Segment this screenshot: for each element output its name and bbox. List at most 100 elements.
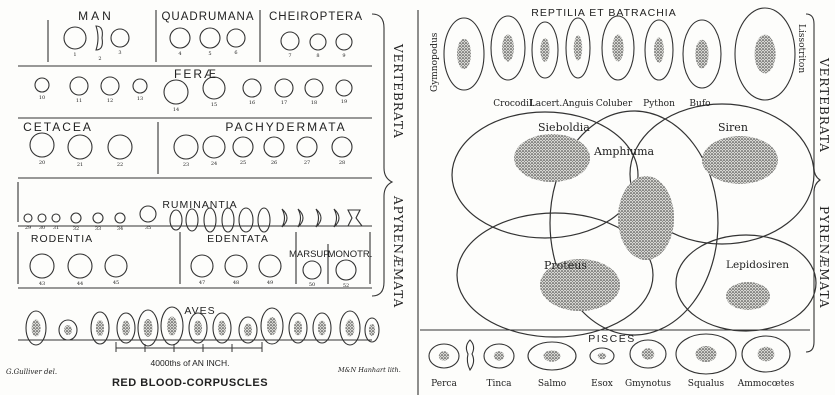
mammal-corpuscle [225, 255, 247, 277]
scale-label: 4000ths of AN INCH. [151, 358, 230, 368]
bird-nucleus [218, 321, 226, 336]
corpuscle-number: 9 [342, 53, 345, 59]
corpuscle-number: 27 [304, 160, 310, 166]
credit-left: G.Gulliver del. [6, 368, 57, 376]
corpuscle-number: 14 [173, 107, 179, 113]
group-label-cetacea: CETACEA [23, 120, 93, 134]
corpuscle-number: 5 [208, 51, 211, 57]
reptile-nucleus [540, 38, 549, 62]
siren-nucleus [702, 136, 778, 184]
fish-nucleus [544, 350, 561, 361]
mammal-corpuscle [336, 260, 356, 280]
section-header-pisces: PISCES [588, 333, 636, 345]
corpuscle-number: 4 [178, 51, 181, 57]
mammal-corpuscle [133, 79, 147, 93]
left-frame-rules [18, 10, 392, 340]
mammal-corpuscle [264, 137, 284, 157]
corpuscle-number: 25 [240, 160, 246, 166]
fish-nucleus [439, 351, 450, 361]
ruminant-corpuscle [170, 210, 182, 230]
mammal-corpuscle [35, 78, 49, 92]
mammal-corpuscle [305, 79, 323, 97]
species-label-python: Python [643, 99, 675, 109]
side-label-vertebrata-left: VERTEBRATA [391, 43, 405, 139]
group-label-ruminantia: RUMINANTIA [162, 199, 237, 211]
fish-label-perca: Perca [431, 379, 457, 389]
side-label-vertebrata-right: VERTEBRATA [817, 57, 831, 153]
group-label-rodentia: RODENTIA [31, 233, 93, 245]
amphibian-nuclei [514, 134, 778, 311]
bird-nucleus [244, 324, 252, 337]
label-proteus: Proteus [544, 259, 587, 272]
bird-nucleus [267, 317, 277, 335]
reptile-nucleus [457, 39, 471, 69]
reptile-corpuscles [444, 8, 795, 100]
reptile-nucleus [755, 35, 776, 74]
bird-nucleus [194, 321, 202, 336]
label-lepidosiren: Lepidosiren [726, 259, 789, 271]
group-label-ferae: FERÆ [174, 67, 218, 81]
corpuscle-number: 20 [39, 160, 45, 166]
fish-label-squalus: Squalus [688, 379, 725, 389]
corpuscle-number: 7 [288, 53, 291, 59]
ruminant-angular-corpuscle [348, 210, 362, 226]
fish-nucleus [758, 347, 775, 361]
reptile-nucleus [612, 35, 623, 62]
corpuscle-number: 35 [145, 225, 151, 231]
mammal-corpuscle [71, 213, 81, 223]
corpuscle-number: 8 [316, 53, 319, 59]
mammal-corpuscle [336, 80, 352, 96]
mammal-corpuscle [70, 77, 88, 95]
perca-corpuscle-side-view [466, 340, 473, 370]
mammal-corpuscle [111, 29, 129, 47]
ruminant-corpuscle [204, 208, 216, 232]
corpuscle-number: 12 [107, 98, 113, 104]
ruminant-crescent-corpuscle [282, 209, 287, 227]
corpuscle-number: 15 [211, 102, 217, 108]
fish-nucleus [494, 351, 505, 361]
corpuscle-number: 10 [39, 95, 45, 101]
mammal-corpuscle [233, 137, 253, 157]
bird-nucleus [167, 317, 177, 336]
species-label-anguis: Anguis [561, 99, 594, 109]
section-header-reptilia: REPTILIA ET BATRACHIA [531, 7, 676, 19]
mammal-corpuscle [200, 28, 220, 48]
ruminant-crescent-corpuscle [334, 209, 339, 227]
fish-nucleus [696, 346, 717, 362]
corpuscle-number: 49 [267, 280, 273, 286]
group-label-aves: AVES [184, 305, 215, 317]
corpuscle-number: 30 [39, 225, 45, 231]
corpuscle-number: 16 [249, 100, 255, 106]
ruminant-corpuscle [186, 209, 198, 231]
corpuscle-number: 1 [73, 52, 76, 58]
mammal-corpuscle [191, 255, 213, 277]
man-corpuscle-side-view [96, 26, 102, 50]
bird-nucleus [346, 320, 355, 337]
mammal-corpuscle [174, 135, 198, 159]
species-label-coluber: Coluber [596, 99, 633, 109]
corpuscle-number: 11 [76, 98, 82, 104]
mammal-corpuscle [164, 80, 188, 104]
ruminant-corpuscle [239, 208, 253, 232]
species-label-lissotriton: Lissotriton [796, 24, 806, 73]
mammal-corpuscle [336, 34, 352, 50]
corpuscle-number: 50 [309, 282, 315, 288]
corpuscle-number: 52 [343, 283, 349, 289]
bird-nucleus [96, 320, 104, 336]
bird-nucleus [64, 325, 72, 335]
species-label-lacert: Lacert. [530, 99, 563, 109]
mammal-corpuscle [310, 34, 326, 50]
credit-right: M&N Hanhart lith. [337, 366, 401, 374]
corpuscle-number: 47 [199, 280, 205, 286]
species-label-bufo: Bufo [689, 99, 710, 109]
fish-label-salmo: Salmo [538, 379, 566, 389]
mammal-corpuscle [281, 32, 299, 50]
group-label-cheiroptera: CHEIROPTERA [269, 11, 363, 23]
corpuscle-number: 43 [39, 281, 45, 287]
mammal-corpuscle [203, 136, 225, 158]
label-sieboldia: Sieboldia [538, 121, 590, 134]
corpuscle-number: 29 [25, 225, 31, 231]
fish-nucleus [598, 353, 606, 359]
corpuscle-number: 26 [271, 160, 277, 166]
mammal-corpuscle [64, 27, 86, 49]
